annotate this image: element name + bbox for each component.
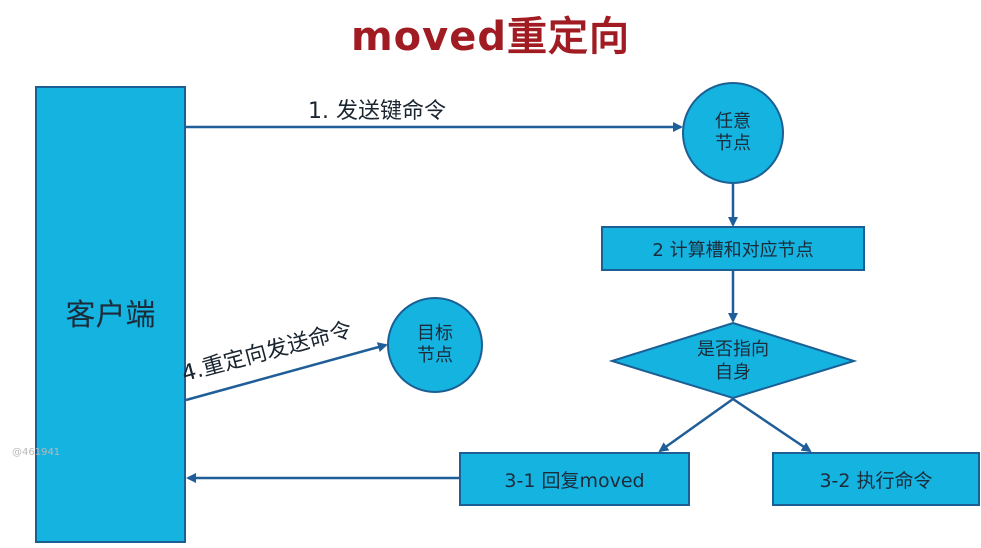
execute-command-box [772,452,980,506]
target-node-line1: 目标 [417,323,453,344]
target-node-line2: 节点 [417,345,453,366]
target-node-label: 目标 节点 [388,312,482,378]
label-send-key-command: 1. 发送键命令 [308,99,446,124]
reply-moved-label: 3-1 回复moved [504,469,645,492]
watermark: @461941 [12,447,61,458]
client-label: 客户端 [65,298,156,333]
diagram-title: moved重定向 [351,14,630,60]
any-node-line1: 任意 [715,111,751,132]
arrow-decision-to-execute [732,397,812,453]
reply-moved-box [459,452,690,506]
arrow-redirect-send-command [185,342,388,402]
decision-label: 是否指向 自身 [652,336,814,386]
client-box [35,86,186,543]
arrow-decision-to-reply [658,397,734,453]
compute-slot-box [601,226,865,271]
decision-diamond [608,321,858,400]
any-node-circle [682,82,784,184]
decision-line2: 自身 [715,362,751,383]
execute-command-label: 3-2 执行命令 [819,469,933,492]
decision-line1: 是否指向 [697,339,769,360]
target-node-circle [387,297,483,393]
compute-slot-label: 2 计算槽和对应节点 [652,239,814,261]
any-node-line2: 节点 [715,133,751,154]
any-node-label: 任意 节点 [683,100,783,166]
